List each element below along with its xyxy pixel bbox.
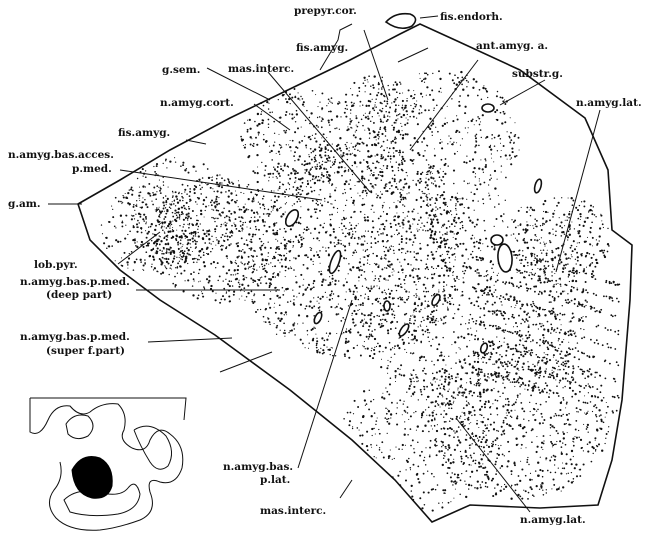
label-mas-interc-bottom: mas.interc. <box>260 505 326 517</box>
endorhinal-notch <box>386 14 416 29</box>
label-n-amyg-bas-p-lat-2: p.lat. <box>260 474 290 486</box>
label-g-am: g.am. <box>8 198 41 210</box>
label-n-amyg-bas-acces: n.amyg.bas.acces. <box>8 149 114 161</box>
label-n-amyg-lat-bottom: n.amyg.lat. <box>520 514 586 526</box>
label-prepyr-cor: prepyr.cor. <box>294 5 357 17</box>
label-ant-amyg-a: ant.amyg. a. <box>476 40 548 52</box>
label-g-sem: g.sem. <box>162 64 200 76</box>
inset-gyrus-right <box>134 426 172 469</box>
label-fis-endorh: fis.endorh. <box>440 11 503 23</box>
label-fis-amyg-left: fis.amyg. <box>118 127 170 139</box>
inset-brain-section <box>30 398 186 530</box>
inset-frame <box>30 398 186 420</box>
label-n-amyg-bas-acces-pmed: p.med. <box>72 163 112 175</box>
label-lob-pyr: lob.pyr. <box>34 259 78 271</box>
label-deep-part-1: n.amyg.bas.p.med. <box>20 276 130 288</box>
label-fis-amyg-top: fis.amyg. <box>296 42 348 54</box>
label-substr-g: substr.g. <box>512 68 563 80</box>
label-n-amyg-bas-p-lat-1: n.amyg.bas. <box>223 461 293 473</box>
label-deep-part-2: (deep part) <box>46 289 112 301</box>
label-n-amyg-lat-right: n.amyg.lat. <box>576 97 642 109</box>
label-super-part-1: n.amyg.bas.p.med. <box>20 331 130 343</box>
label-mas-interc-top: mas.interc. <box>228 63 294 75</box>
inset-inner-fold <box>66 415 93 439</box>
label-super-part-2: (super f.part) <box>46 345 125 357</box>
label-n-amyg-cort: n.amyg.cort. <box>160 97 234 109</box>
